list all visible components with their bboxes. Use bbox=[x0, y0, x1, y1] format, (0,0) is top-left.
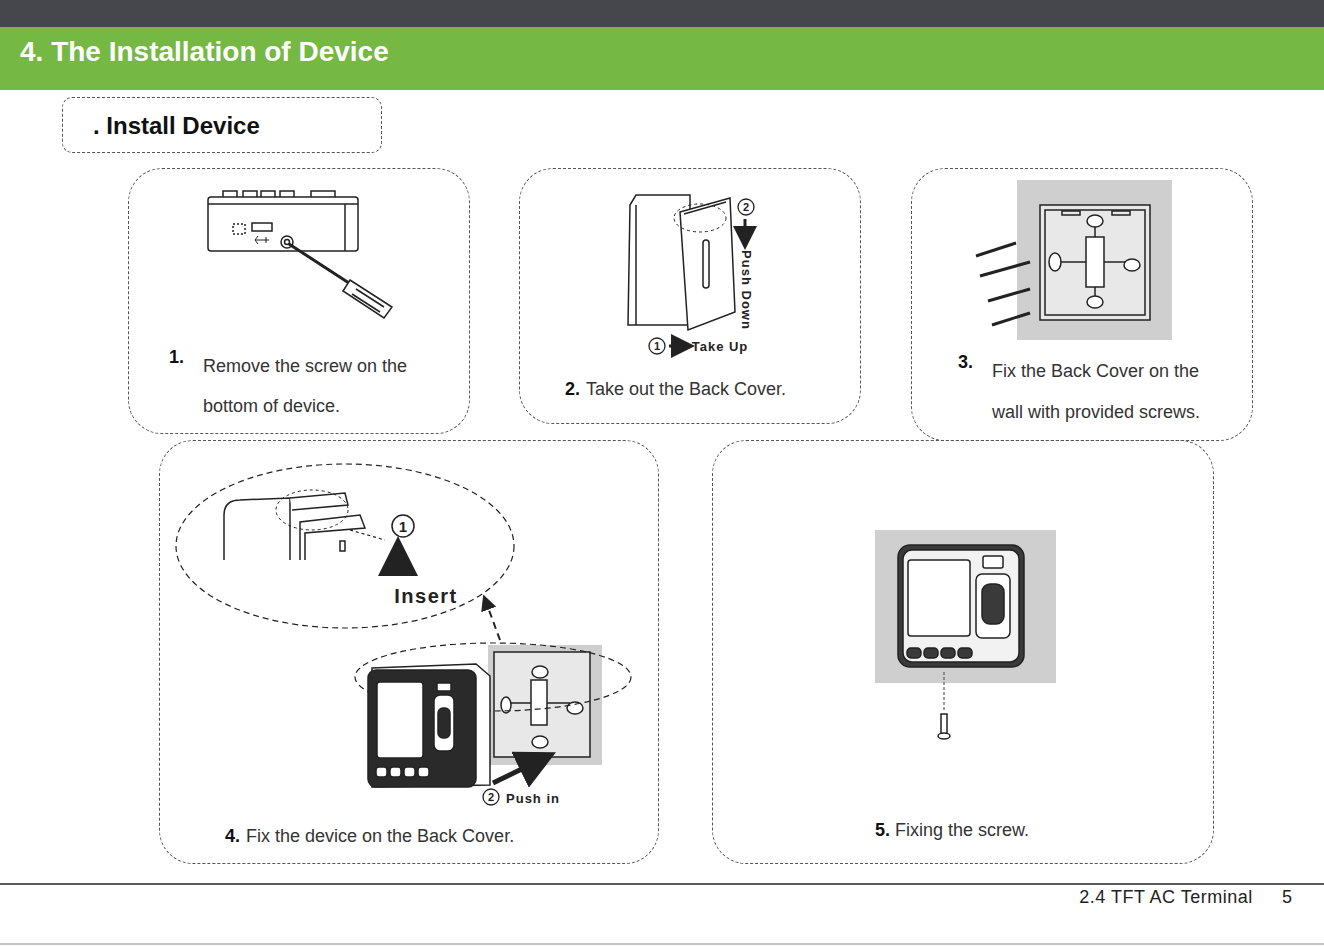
device-bottom-view bbox=[208, 191, 358, 251]
callout-number: 2 bbox=[488, 791, 494, 803]
step-number: 2. bbox=[565, 378, 580, 401]
step-caption: Take out the Back Cover. bbox=[586, 378, 786, 401]
title-bar bbox=[0, 27, 1324, 90]
action-label: Insert bbox=[394, 585, 457, 608]
wall-screws bbox=[976, 243, 1030, 325]
footer-text: 2.4 TFT AC Terminal bbox=[1079, 887, 1253, 908]
page-title: 4. The Installation of Device bbox=[20, 36, 389, 68]
page-number: 5 bbox=[1282, 887, 1292, 908]
action-label: Take Up bbox=[692, 339, 749, 354]
step-number: 5. bbox=[875, 819, 890, 842]
dashed-arrow bbox=[486, 602, 500, 640]
action-label: Push in bbox=[506, 791, 560, 806]
step-number: 1. bbox=[169, 346, 184, 369]
callout-circle bbox=[392, 515, 414, 537]
callout-number: 2 bbox=[743, 201, 749, 213]
step-panel: 1. Remove the screw on the bottom of devi… bbox=[128, 168, 470, 434]
step-panel: 2. Take out the Back Cover. bbox=[519, 168, 861, 424]
section-heading: . Install Device bbox=[93, 111, 260, 141]
fixing-screw bbox=[938, 714, 950, 739]
callout-number: 1 bbox=[399, 518, 407, 535]
wall bbox=[488, 645, 602, 765]
push-in-arrow bbox=[493, 761, 538, 783]
step-number: 4. bbox=[225, 825, 240, 848]
action-label: Push Down bbox=[739, 250, 754, 330]
step-caption: Fix the Back Cover on the wall with prov… bbox=[992, 351, 1224, 433]
detail-callout bbox=[176, 464, 514, 628]
insert-arrow bbox=[396, 556, 401, 575]
back-cover bbox=[674, 198, 735, 330]
step-panel: 4. Fix the device on the Back Cover. bbox=[159, 440, 659, 864]
wall bbox=[1017, 180, 1172, 340]
back-cover-plate bbox=[1040, 205, 1150, 320]
take-up-arrow bbox=[669, 345, 683, 348]
section-heading-box: . Install Device bbox=[62, 97, 382, 153]
step-caption: Fix the device on the Back Cover. bbox=[246, 825, 514, 848]
callout-circle bbox=[649, 338, 665, 354]
callout-circle bbox=[738, 199, 754, 215]
device-side-detail bbox=[224, 490, 365, 560]
callout-circle bbox=[483, 789, 499, 805]
step-panel: 3. Fix the Back Cover on the wall with pr… bbox=[911, 168, 1253, 441]
step-caption: Fixing the screw. bbox=[895, 819, 1029, 842]
footer-rule bbox=[0, 944, 1324, 945]
screwdriver bbox=[289, 244, 392, 318]
wall bbox=[875, 530, 1056, 683]
callout-number: 1 bbox=[654, 340, 660, 352]
step-number: 3. bbox=[958, 351, 973, 374]
footer-rule bbox=[0, 883, 1324, 885]
push-down-arrow bbox=[744, 219, 747, 238]
top-bar bbox=[0, 0, 1324, 27]
leader-line bbox=[944, 672, 945, 712]
step-caption: Remove the screw on the bottom of device… bbox=[203, 346, 419, 426]
step-panel: 5.Fixing the screw. bbox=[712, 440, 1214, 864]
device-front bbox=[898, 545, 1024, 667]
device-front bbox=[368, 664, 490, 787]
leader-line bbox=[350, 530, 385, 540]
